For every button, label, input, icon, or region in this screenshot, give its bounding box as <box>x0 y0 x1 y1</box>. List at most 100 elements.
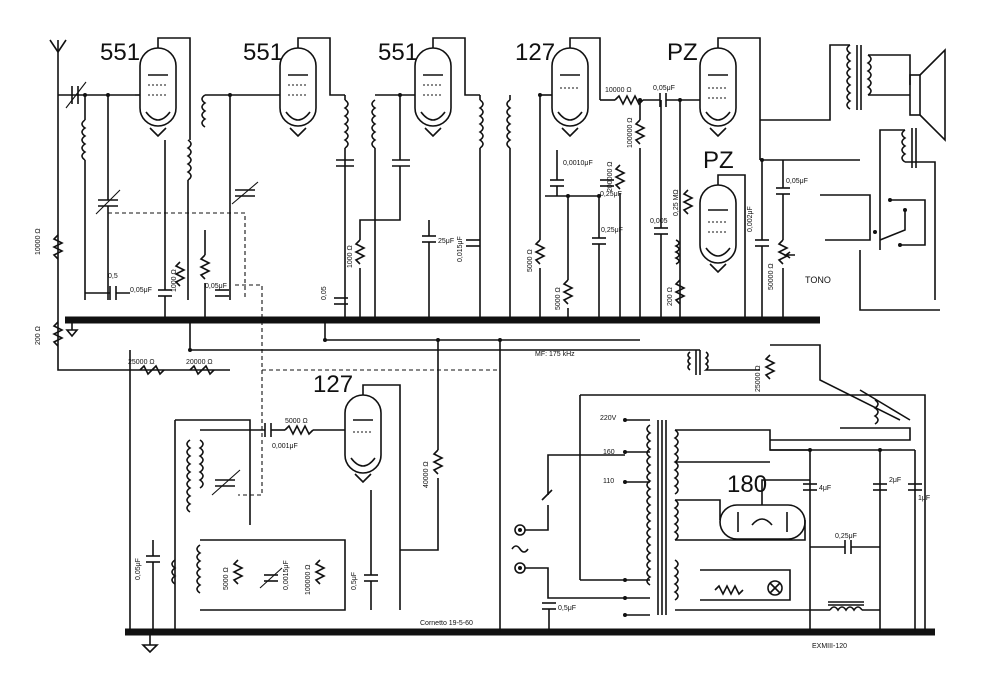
resistor-100000 <box>634 100 646 320</box>
resistor-25000 <box>139 364 165 376</box>
resistor-1000-c <box>354 239 366 265</box>
label-05: 0,5 <box>108 273 118 280</box>
if-transformer-2 <box>343 94 415 320</box>
ac-symbol-icon <box>511 545 529 553</box>
tube-127-2 <box>344 384 401 610</box>
label-005-c: 0,05 <box>321 286 328 300</box>
tube-label-4: 127 <box>515 39 555 66</box>
label-200-b: 200 Ω <box>667 287 674 306</box>
input-coil <box>81 95 87 300</box>
label-005-osc: 0,05μF <box>135 558 142 580</box>
if-cap-2a <box>336 159 354 167</box>
capacitor-25 <box>422 220 436 320</box>
antenna-variable-capacitor <box>65 81 87 109</box>
label-005-b: 0,05μF <box>205 283 227 290</box>
coil-osc-b <box>196 539 346 611</box>
resistor-ps <box>714 584 744 596</box>
coil-osc-small <box>171 559 177 585</box>
label-5000: 5000 Ω <box>527 249 534 272</box>
label-0001: 0,001μF <box>272 443 298 450</box>
filter-choke <box>675 601 880 612</box>
label-00015: 0,0015μF <box>283 560 290 590</box>
mains-terminal-1[interactable] <box>514 524 526 536</box>
if-cap-2b <box>359 95 410 240</box>
label-200-left: 200 Ω <box>35 326 42 345</box>
label-25000: 25000 Ω <box>128 359 155 366</box>
resistor-200-left <box>52 321 64 347</box>
tuning-capacitor-2 <box>231 181 259 205</box>
resistor-20000 <box>189 364 215 376</box>
tube-label-2: 551 <box>243 39 283 66</box>
label-05-ps: 0,5μF <box>558 605 576 612</box>
label-40000: 40000 Ω <box>423 461 430 488</box>
resistor-200-b <box>674 279 686 305</box>
label-1000-c: 1000 Ω <box>347 245 354 268</box>
resistor-40000 <box>400 340 444 551</box>
resistor-10000-left <box>52 234 64 260</box>
tuning-capacitor-1 <box>95 95 121 300</box>
label-0002: 0,002μF <box>747 206 754 232</box>
pilot-lamp-icon <box>700 569 791 601</box>
rectifier-tube-180 <box>719 479 810 540</box>
label-005-a: 0,05μF <box>130 287 152 294</box>
oscillator-coil <box>174 419 251 632</box>
tube-127-1 <box>551 37 601 138</box>
capacitor-005-c <box>334 297 348 305</box>
label-0015: 0,015μF <box>457 236 464 262</box>
resistor-200000 <box>614 164 626 320</box>
label-tono: TONO <box>805 275 831 285</box>
resistor-025 <box>682 189 694 215</box>
label-5000-b: 5000 Ω <box>555 287 562 310</box>
mains-terminal-2[interactable] <box>514 562 526 574</box>
potentiometer-50000 <box>777 239 795 320</box>
drawing-number: EXMIII-120 <box>812 643 847 650</box>
label-25: 25μF <box>438 238 454 245</box>
label-20000: 20000 Ω <box>186 359 213 366</box>
resistor-5000-osc <box>284 424 314 436</box>
tube-label-6: PZ <box>703 147 734 174</box>
tube-pz-1 <box>699 37 761 160</box>
capacitor-05-osc <box>364 490 378 610</box>
capacitor-05 <box>109 286 117 300</box>
capacitor-0001 <box>264 423 272 437</box>
capacitor-025 <box>592 196 606 320</box>
if-transformer-3 <box>478 95 512 320</box>
resistor-10000-top <box>614 94 644 106</box>
label-50000: 50000 Ω <box>768 263 775 290</box>
label-10000-top: 10000 Ω <box>605 87 632 94</box>
ground-icon <box>141 632 159 654</box>
label-05-osc: 0,5μF <box>351 572 358 590</box>
antenna-icon <box>49 39 67 100</box>
label-110: 110 <box>603 478 614 485</box>
field-coil <box>879 128 936 300</box>
label-1000: 1000 Ω <box>171 269 178 292</box>
power-transformer <box>623 418 679 615</box>
capacitor-025-b <box>600 179 614 187</box>
label-0005: 0,005 <box>650 218 668 225</box>
tube-label-7: 127 <box>313 371 353 398</box>
label-00010: 0,0010μF <box>563 160 593 167</box>
label-5000-c: 5000 Ω <box>223 567 230 590</box>
tube-551-1 <box>139 37 191 140</box>
label-005-top: 0,05μF <box>653 85 675 92</box>
resistor-100000-b <box>314 559 326 585</box>
label-025: 0,25μF <box>601 227 623 234</box>
capacitor-0005 <box>654 100 668 320</box>
capacitor-0002 <box>755 160 769 320</box>
tube-label-3: 551 <box>378 39 418 66</box>
resistor-5000-b <box>562 196 574 320</box>
tube-label-1: 551 <box>100 39 140 66</box>
label-025-r: 0,25 MΩ <box>673 189 680 216</box>
ground-icon-upper <box>65 320 79 338</box>
capacitor-00010 <box>550 150 564 196</box>
range-switch[interactable] <box>820 194 940 311</box>
power-switch[interactable] <box>525 454 625 531</box>
label-025-c: 0,25μF <box>835 533 857 540</box>
resistor-1000-b <box>199 254 211 280</box>
label-100000-b: 100000 Ω <box>305 564 312 595</box>
resistor-1000 <box>174 261 186 287</box>
capacitor-005-osc <box>146 540 160 632</box>
label-mf: MF: 175 kHz <box>535 351 575 358</box>
trimmer-00015 <box>259 567 283 589</box>
